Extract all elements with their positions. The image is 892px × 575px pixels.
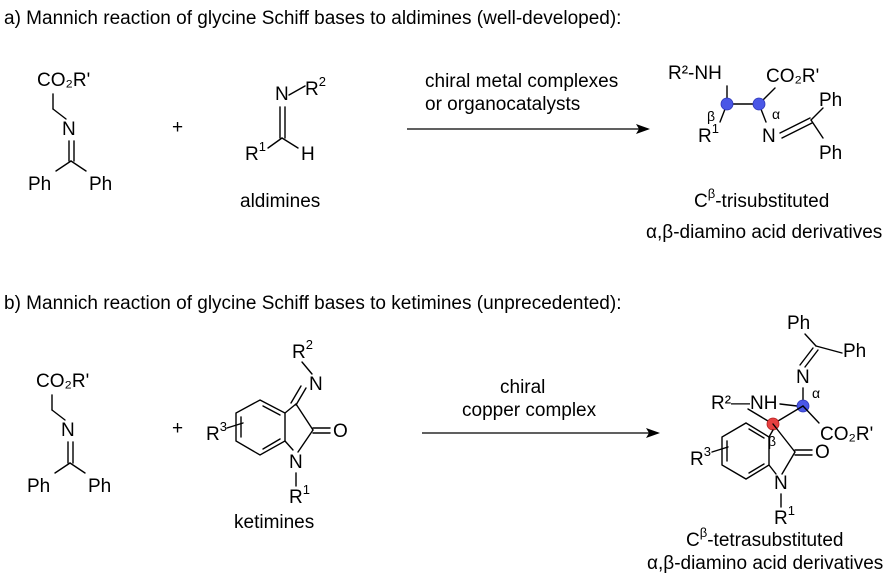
phenyl-label: Ph — [89, 174, 112, 195]
phenyl-label: Ph — [819, 143, 842, 164]
imine-n-label: N — [762, 126, 776, 147]
product-a-caption-2: α,β-diamino acid derivatives — [646, 222, 882, 243]
beta-carbon-marker — [720, 97, 734, 111]
product-b-caption-1: Cβ-tetrasubstituted — [686, 525, 843, 551]
oxygen-label: O — [333, 421, 348, 442]
product-a-caption-1: Cβ-trisubstituted — [694, 186, 829, 212]
r1-label: R1 — [289, 482, 310, 508]
beta-label: β — [707, 108, 715, 124]
ester-label: CO₂R' — [766, 66, 819, 87]
ketimine-structure: R2 N O N R1 R3 ketimines — [206, 337, 348, 533]
r2-label: R2 — [292, 337, 313, 363]
ketimines-caption: ketimines — [234, 512, 314, 533]
arrow-condition-line2: or organocatalysts — [425, 94, 580, 115]
phenyl-label: Ph — [27, 476, 50, 497]
arrow-condition-line1: chiral metal complexes — [425, 71, 618, 92]
imine-n-label: N — [796, 367, 810, 388]
product-b: Ph Ph N α R²—NH CO₂R' β O N R1 R3 — [647, 313, 883, 574]
imine-n-label: N — [309, 374, 323, 395]
imine-n-label: N — [62, 119, 76, 140]
ester-label: CO₂R' — [36, 371, 89, 392]
oxygen-label: O — [815, 442, 830, 463]
arrow-condition-line1: chiral — [500, 377, 545, 398]
aldimines-caption: aldimines — [240, 191, 320, 212]
phenyl-label: Ph — [28, 174, 51, 195]
alpha-carbon-marker — [752, 97, 766, 111]
arrow-condition-line2: copper complex — [462, 400, 597, 421]
ring-n-label: N — [289, 452, 303, 473]
section-b-title: b) Mannich reaction of glycine Schiff ba… — [4, 293, 621, 314]
phenyl-label: Ph — [88, 476, 111, 497]
alpha-label: α — [772, 106, 780, 122]
phenyl-label: Ph — [843, 341, 866, 362]
amine-label: R²-NH — [668, 63, 722, 84]
imine-n-label: N — [275, 84, 289, 105]
r1-label: R1 — [698, 121, 719, 147]
r2-label: R2 — [305, 74, 326, 100]
glycine-schiff-base-a: CO₂R' N Ph Ph — [28, 70, 112, 195]
beta-label: β — [768, 433, 776, 449]
r1-label: R1 — [774, 503, 795, 529]
product-a: R²-NH CO₂R' β α R1 N Ph Ph Cβ-trisubstit… — [646, 63, 882, 243]
reaction-arrow-b: chiral copper complex — [422, 377, 660, 438]
aldimine-structure: N R2 R1 H aldimines — [240, 74, 326, 212]
ester-label: CO₂R' — [820, 424, 873, 445]
hydrogen-label: H — [301, 144, 315, 165]
reaction-arrow-a: chiral metal complexes or organocatalyst… — [407, 71, 650, 134]
ester-label: CO₂R' — [37, 70, 90, 91]
ring-n-label: N — [774, 473, 788, 494]
r3-label: R3 — [690, 444, 711, 470]
glycine-schiff-base-b: CO₂R' N Ph Ph — [27, 371, 111, 497]
r1-label: R1 — [245, 139, 266, 165]
phenyl-label: Ph — [819, 90, 842, 111]
imine-n-label: N — [61, 420, 75, 441]
plus-sign: + — [172, 117, 183, 138]
plus-sign: + — [172, 418, 183, 439]
alpha-label: α — [812, 385, 820, 401]
amine-label: R²—NH — [711, 393, 778, 414]
r3-label: R3 — [206, 419, 227, 445]
phenyl-label: Ph — [787, 313, 810, 334]
section-a-title: a) Mannich reaction of glycine Schiff ba… — [4, 8, 621, 29]
product-b-caption-2: α,β-diamino acid derivatives — [647, 553, 883, 574]
